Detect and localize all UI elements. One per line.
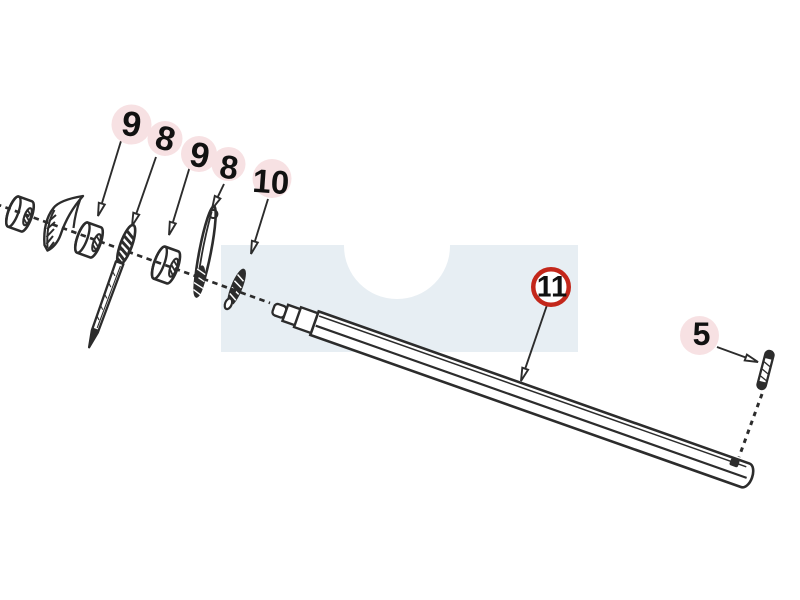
svg-text:8: 8 [217, 147, 240, 186]
svg-text:1: 1 [551, 271, 567, 304]
svg-text:5: 5 [693, 316, 711, 352]
svg-text:1: 1 [537, 271, 553, 304]
svg-text:10: 10 [251, 162, 290, 201]
